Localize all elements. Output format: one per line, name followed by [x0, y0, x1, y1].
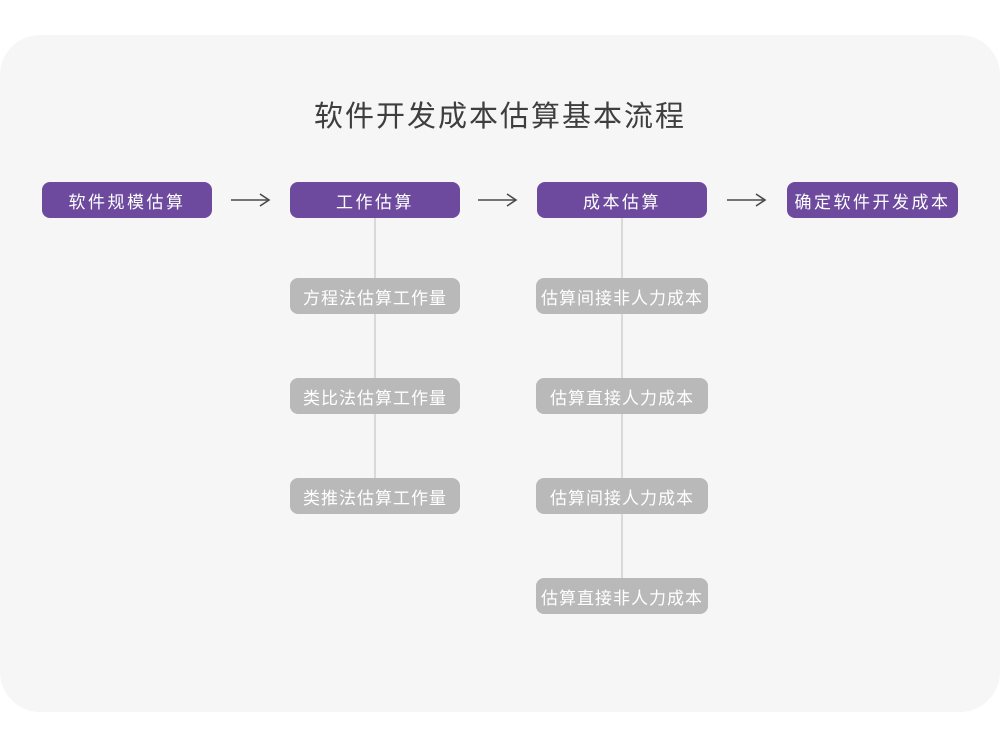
- sub-node-direct-labor-cost: 估算直接人力成本: [536, 378, 708, 414]
- flowchart-card: [0, 35, 1000, 712]
- sub-node-direct-non-labor-cost: 估算直接非人力成本: [536, 578, 708, 614]
- flow-arrow-icon: [229, 192, 273, 208]
- flow-arrow-icon: [476, 192, 520, 208]
- flow-node-cost-estimation: 成本估算: [537, 182, 707, 218]
- flow-node-work-estimation: 工作估算: [290, 182, 460, 218]
- sub-node-extrapolation-method: 类推法估算工作量: [290, 478, 460, 514]
- work-branch-connector-line: [374, 218, 376, 478]
- flow-node-software-scale-estimation: 软件规模估算: [42, 182, 212, 218]
- flow-arrow-icon: [725, 192, 769, 208]
- flow-node-determine-development-cost: 确定软件开发成本: [787, 182, 958, 218]
- page-title: 软件开发成本估算基本流程: [313, 101, 686, 133]
- sub-node-analogy-method: 类比法估算工作量: [290, 378, 460, 414]
- sub-node-indirect-non-labor-cost: 估算间接非人力成本: [536, 278, 708, 314]
- sub-node-indirect-labor-cost: 估算间接人力成本: [536, 478, 708, 514]
- sub-node-equation-method: 方程法估算工作量: [290, 278, 460, 314]
